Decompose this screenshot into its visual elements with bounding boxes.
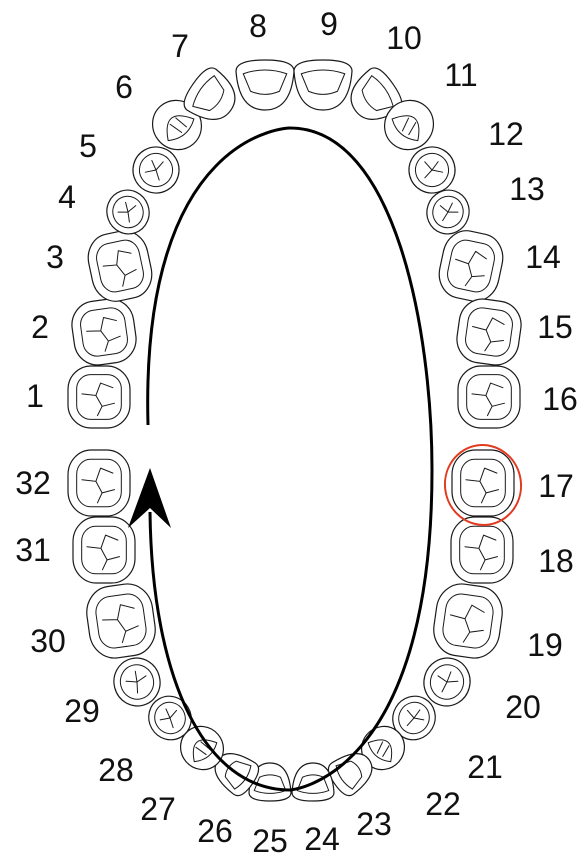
tooth-number-28: 28: [98, 752, 134, 788]
highlight-circle-tooth-17: [443, 444, 523, 526]
tooth-2: [71, 298, 137, 366]
tooth-19: [433, 583, 503, 659]
tooth-12: [408, 146, 456, 194]
tooth-number-2: 2: [31, 309, 49, 345]
tooth-number-4: 4: [58, 179, 76, 215]
tooth-number-11: 11: [444, 57, 477, 93]
tooth-number-32: 32: [15, 465, 51, 501]
tooth-11: [383, 99, 435, 151]
tooth-number-24: 24: [304, 821, 340, 857]
tooth-29: [113, 657, 161, 707]
tooth-13: [426, 189, 470, 235]
numbering-direction-arrow-path: [146, 126, 434, 792]
tooth-number-3: 3: [46, 239, 64, 275]
tooth-17: [451, 449, 515, 517]
tooth-25: [248, 762, 292, 802]
tooth-18: [450, 516, 514, 584]
tooth-20: [423, 657, 471, 707]
tooth-23: [327, 753, 373, 797]
tooth-number-23: 23: [356, 806, 392, 842]
tooth-number-30: 30: [30, 623, 66, 659]
tooth-number-6: 6: [115, 69, 133, 105]
tooth-1: [67, 365, 131, 429]
tooth-number-16: 16: [542, 381, 578, 417]
tooth-21: [392, 695, 436, 741]
tooth-number-19: 19: [527, 627, 563, 663]
tooth-number-8: 8: [249, 8, 267, 44]
tooth-number-26: 26: [197, 813, 233, 849]
tooth-number-9: 9: [320, 6, 338, 42]
tooth-number-17: 17: [538, 468, 574, 504]
tooth-15: [456, 298, 522, 366]
tooth-31: [72, 516, 136, 584]
tooth-number-15: 15: [537, 309, 573, 345]
tooth-7: [183, 67, 236, 121]
tooth-8: [235, 59, 295, 111]
tooth-number-13: 13: [509, 171, 545, 207]
tooth-number-1: 1: [26, 378, 44, 414]
tooth-3: [87, 230, 153, 302]
tooth-number-20: 20: [505, 689, 541, 725]
tooth-number-27: 27: [140, 791, 176, 827]
tooth-number-29: 29: [64, 693, 100, 729]
tooth-number-5: 5: [79, 128, 97, 164]
teeth-group: [67, 59, 522, 802]
tooth-28: [148, 695, 192, 741]
tooth-6: [151, 99, 203, 151]
tooth-9: [293, 59, 353, 111]
tooth-number-14: 14: [525, 239, 561, 275]
tooth-number-18: 18: [538, 543, 574, 579]
tooth-number-31: 31: [15, 532, 51, 568]
tooth-number-25: 25: [252, 823, 288, 859]
tooth-32: [67, 449, 131, 517]
tooth-number-21: 21: [467, 749, 503, 785]
tooth-16: [457, 365, 521, 429]
arrowhead-icon: [128, 468, 171, 528]
tooth-5: [132, 146, 180, 194]
tooth-number-10: 10: [386, 20, 422, 56]
tooth-number-12: 12: [488, 116, 524, 152]
tooth-4: [106, 189, 150, 235]
tooth-30: [86, 583, 156, 659]
tooth-number-22: 22: [425, 786, 461, 822]
tooth-14: [438, 230, 504, 302]
tooth-number-7: 7: [171, 28, 189, 64]
